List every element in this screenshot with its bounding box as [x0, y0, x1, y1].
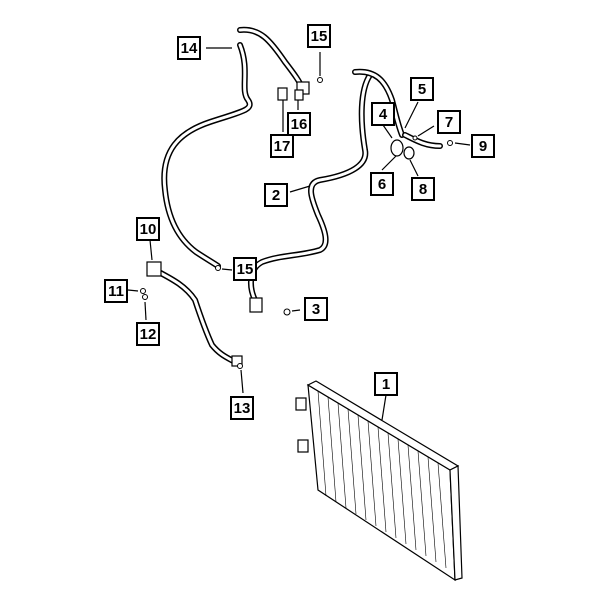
o-ring-3 — [283, 308, 291, 316]
condenser-1 — [295, 380, 463, 582]
hose-2-fitting — [249, 297, 263, 313]
callout-3: 3 — [304, 297, 328, 321]
part-16 — [294, 89, 304, 101]
hose-line-10 — [146, 261, 243, 367]
callout-10: 10 — [136, 217, 160, 241]
callout-11: 11 — [104, 279, 128, 303]
callout-14: 14 — [177, 36, 201, 60]
o-ring-15-top — [317, 77, 323, 83]
callout-7: 7 — [437, 110, 461, 134]
leader-lines — [127, 47, 471, 421]
callout-16: 16 — [287, 112, 311, 136]
o-ring-11 — [140, 288, 146, 294]
o-ring-9 — [447, 140, 453, 146]
callout-17: 17 — [270, 134, 294, 158]
o-ring-12 — [142, 294, 148, 300]
condenser-bracket-upper — [295, 397, 307, 411]
callout-2: 2 — [264, 183, 288, 207]
callout-5: 5 — [410, 77, 434, 101]
hose-10-block — [146, 261, 162, 277]
callout-8: 8 — [411, 177, 435, 201]
callout-1: 1 — [374, 372, 398, 396]
condenser-bracket-lower — [297, 439, 309, 453]
callout-9: 9 — [471, 134, 495, 158]
part-6-seal — [403, 146, 415, 160]
callout-6: 6 — [370, 172, 394, 196]
hose-line-2 — [247, 72, 373, 313]
o-ring-13 — [237, 363, 243, 369]
part-4-valve — [390, 139, 404, 157]
callout-12: 12 — [136, 322, 160, 346]
callout-15-mid: 15 — [233, 257, 257, 281]
callout-15-top: 15 — [307, 24, 331, 48]
callout-13: 13 — [230, 396, 254, 420]
part-17 — [277, 87, 288, 101]
o-ring-7 — [412, 135, 418, 141]
callout-4: 4 — [371, 102, 395, 126]
hose-line-5 — [352, 68, 443, 149]
o-ring-15-mid — [215, 265, 221, 271]
